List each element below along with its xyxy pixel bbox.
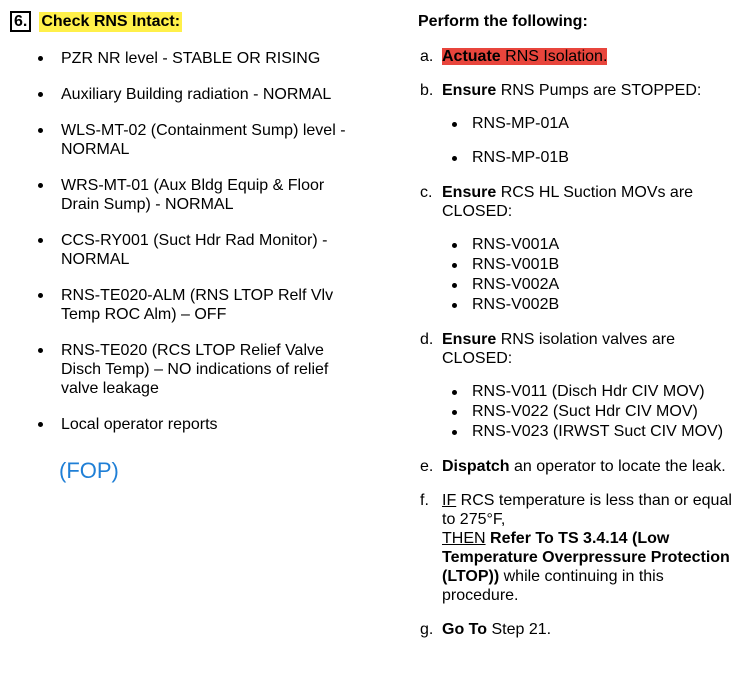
action-verb: Ensure	[442, 184, 497, 201]
action-letter: g.	[420, 621, 434, 638]
pump-list: RNS-MP-01A RNS-MP-01B	[442, 114, 733, 168]
bullet-icon	[38, 183, 43, 188]
list-item: PZR NR level - STABLE OR RISING	[37, 49, 357, 68]
bullet-icon	[452, 430, 457, 435]
valve-list: RNS-V001A RNS-V001B RNS-V002A RNS-V002B	[442, 235, 733, 315]
list-item: Auxiliary Building radiation - NORMAL	[37, 85, 357, 104]
action-verb: Ensure	[442, 331, 497, 348]
bullet-icon	[452, 263, 457, 268]
action-a: a. Actuate RNS Isolation.	[418, 47, 733, 66]
list-item: RNS-V001A	[442, 235, 733, 255]
action-b: b. Ensure RNS Pumps are STOPPED: RNS-MP-…	[418, 81, 733, 168]
action-letter: e.	[420, 458, 434, 475]
if-keyword: IF	[442, 492, 457, 509]
bullet-icon	[38, 56, 43, 61]
list-item: Local operator reports	[37, 415, 357, 434]
action-text: RNS isolation valves are CLOSED:	[442, 331, 675, 367]
list-item: RNS-TE020 (RCS LTOP Relief Valve Disch T…	[37, 341, 357, 398]
action-verb: Go To	[442, 621, 488, 638]
bullet-icon	[452, 390, 457, 395]
list-item: WLS-MT-02 (Containment Sump) level - NOR…	[37, 121, 357, 159]
actuate-highlight: Actuate RNS Isolation.	[442, 48, 608, 65]
bullet-icon	[452, 243, 457, 248]
action-text: Step 21.	[487, 621, 552, 638]
bullet-icon	[452, 303, 457, 308]
bullet-icon	[38, 238, 43, 243]
perform-heading: Perform the following:	[418, 13, 588, 30]
list-item: RNS-V023 (IRWST Suct CIV MOV)	[442, 422, 733, 442]
list-item: RNS-V002B	[442, 295, 733, 315]
action-text: RNS Pumps are STOPPED:	[496, 82, 702, 99]
step-header: 6. Check RNS Intact:	[10, 11, 183, 32]
list-item: RNS-TE020-ALM (RNS LTOP Relf Vlv Temp RO…	[37, 286, 357, 324]
isolation-valve-list: RNS-V011 (Disch Hdr CIV MOV) RNS-V022 (S…	[442, 382, 733, 442]
action-list: a. Actuate RNS Isolation. b. Ensure RNS …	[418, 47, 733, 654]
fop-label: (FOP)	[59, 458, 119, 483]
bullet-icon	[38, 293, 43, 298]
action-verb: Dispatch	[442, 458, 510, 475]
condition-list: PZR NR level - STABLE OR RISING Auxiliar…	[37, 49, 357, 451]
action-verb: Actuate	[442, 48, 501, 65]
bullet-icon	[452, 283, 457, 288]
action-text: RCS HL Suction MOVs are CLOSED:	[442, 184, 694, 220]
action-letter: d.	[420, 331, 434, 348]
action-text: RNS Isolation.	[500, 48, 608, 65]
action-letter: c.	[420, 184, 433, 201]
action-letter: a.	[420, 48, 434, 65]
list-item: RNS-V002A	[442, 275, 733, 295]
action-letter: b.	[420, 82, 434, 99]
list-item: WRS-MT-01 (Aux Bldg Equip & Floor Drain …	[37, 176, 357, 214]
action-d: d. Ensure RNS isolation valves are CLOSE…	[418, 330, 733, 442]
action-verb: Ensure	[442, 82, 497, 99]
then-text: while continuing in this procedure.	[442, 568, 664, 604]
list-item: CCS-RY001 (Suct Hdr Rad Monitor) - NORMA…	[37, 231, 357, 269]
list-item: RNS-MP-01B	[442, 148, 733, 168]
bullet-icon	[452, 156, 457, 161]
bullet-icon	[38, 348, 43, 353]
list-item: RNS-V011 (Disch Hdr CIV MOV)	[442, 382, 733, 402]
then-keyword: THEN	[442, 530, 486, 547]
if-text: RCS temperature is less than or equal to…	[442, 492, 732, 528]
action-letter: f.	[420, 492, 429, 509]
action-c: c. Ensure RCS HL Suction MOVs are CLOSED…	[418, 183, 733, 315]
bullet-icon	[38, 422, 43, 427]
list-item: RNS-MP-01A	[442, 114, 733, 134]
bullet-icon	[452, 410, 457, 415]
action-f: f. IF RCS temperature is less than or eq…	[418, 491, 733, 605]
step-title: Check RNS Intact:	[39, 11, 183, 32]
action-e: e. Dispatch an operator to locate the le…	[418, 457, 733, 476]
list-item: RNS-V001B	[442, 255, 733, 275]
then-bold-text: Refer To TS 3.4.14 (Low Temperature Over…	[442, 530, 730, 585]
bullet-icon	[38, 128, 43, 133]
bullet-icon	[452, 122, 457, 127]
step-number: 6.	[10, 11, 32, 32]
list-item: RNS-V022 (Suct Hdr CIV MOV)	[442, 402, 733, 422]
action-text: an operator to locate the leak.	[509, 458, 726, 475]
bullet-icon	[38, 92, 43, 97]
action-g: g. Go To Step 21.	[418, 620, 733, 639]
